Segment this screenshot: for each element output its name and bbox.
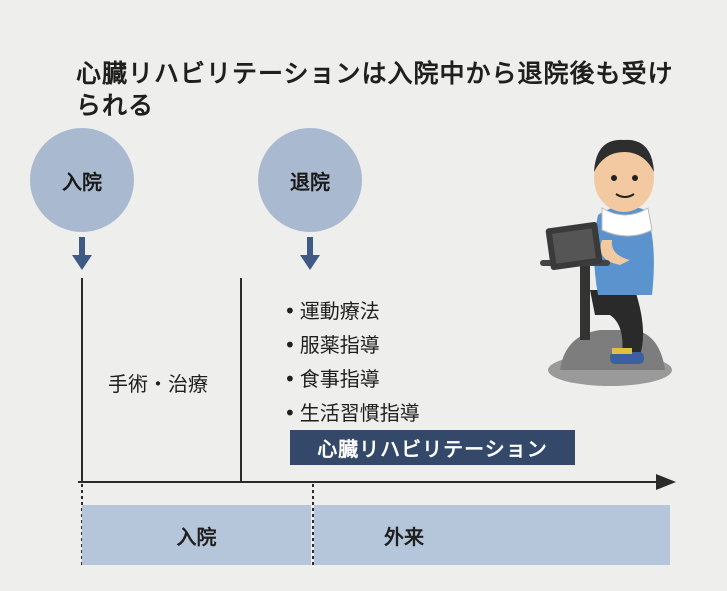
list-item: 服薬指導 [284, 328, 420, 362]
list-item: 運動療法 [284, 294, 420, 328]
post-discharge-list: 運動療法 服薬指導 食事指導 生活習慣指導 [284, 294, 420, 430]
inpatient-phase-label: 入院 [176, 524, 217, 549]
admission-timeline-line [81, 278, 83, 482]
timeline-arrow [78, 474, 676, 490]
inpatient-phase-band: 入院 [82, 505, 311, 565]
discharge-label: 退院 [290, 169, 330, 194]
discharge-down-arrow-icon [300, 237, 320, 270]
admission-label: 入院 [62, 169, 102, 194]
list-item: 食事指導 [284, 362, 420, 396]
list-item: 生活習慣指導 [284, 396, 420, 430]
treatment-end-line [240, 278, 242, 482]
discharge-dashed-divider [312, 484, 314, 566]
exercise-bike-man-icon [540, 139, 672, 386]
admission-down-arrow-icon [72, 237, 92, 270]
discharge-circle: 退院 [258, 128, 362, 232]
diagram-title: 心臓リハビリテーションは入院中から退院後も受けられる [76, 59, 674, 120]
cardiac-rehab-box: 心臓リハビリテーション [290, 430, 575, 465]
outpatient-phase-band: 外来 [314, 505, 670, 565]
admission-circle: 入院 [30, 128, 134, 232]
outpatient-phase-label: 外来 [384, 524, 424, 549]
inpatient-treatment-text: 手術・治療 [108, 372, 208, 396]
